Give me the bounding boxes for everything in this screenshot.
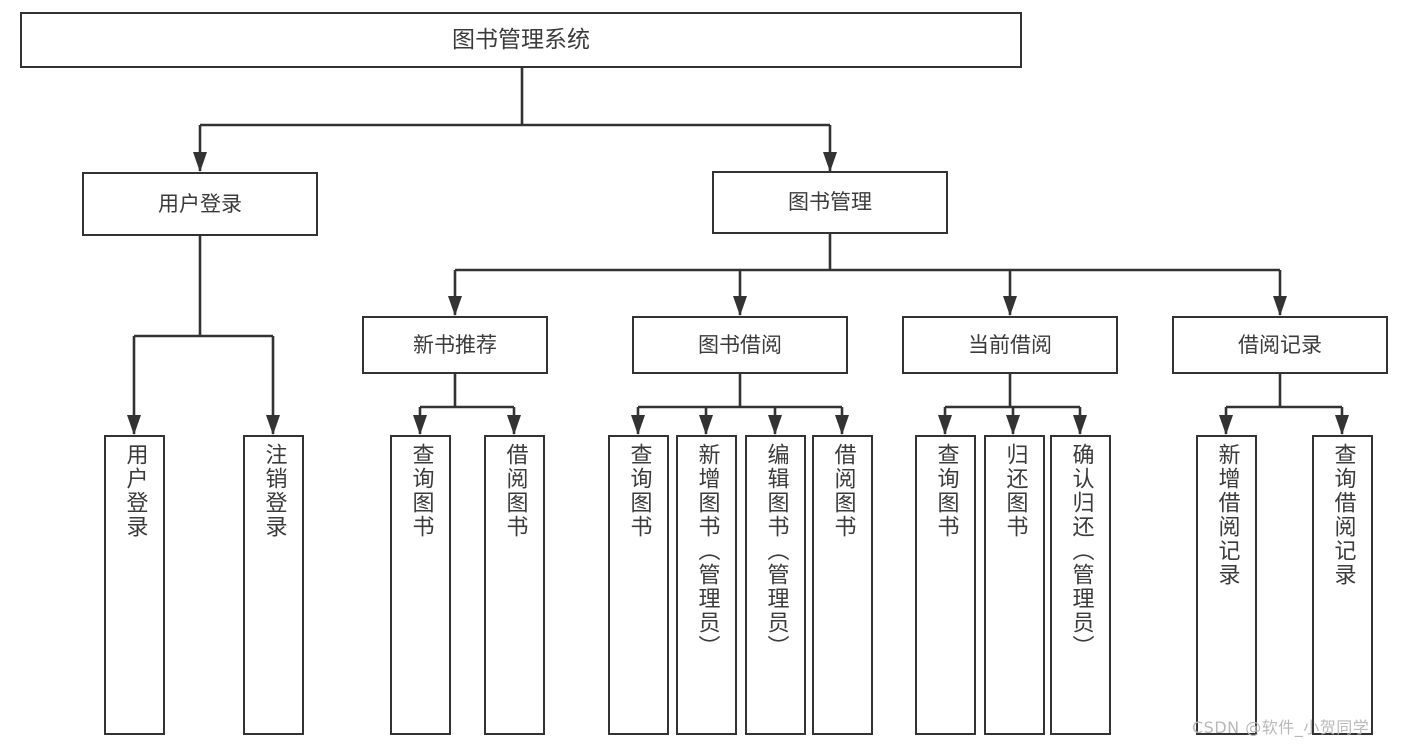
node-leaf-user-login: 用户登录 xyxy=(104,435,165,735)
node-label: 新书推荐 xyxy=(413,332,497,357)
node-label: 查询图书 xyxy=(933,443,959,539)
node-label: 图书借阅 xyxy=(698,332,782,357)
node-leaf-logout: 注销登录 xyxy=(243,435,304,735)
node-leaf-borrow-1: 借阅图书 xyxy=(484,435,545,735)
node-leaf-add-rec: 新增借阅记录 xyxy=(1196,435,1257,735)
node-label: 借阅图书 xyxy=(502,443,528,539)
arrowhead-book-manage-children-2 xyxy=(1003,296,1017,316)
node-current-borrow: 当前借阅 xyxy=(902,316,1118,374)
node-leaf-add-book: 新增图书（管理员） xyxy=(676,435,737,735)
node-label: 借阅记录 xyxy=(1238,332,1322,357)
node-book-borrow: 图书借阅 xyxy=(632,316,848,374)
node-label: 注销登录 xyxy=(261,443,287,539)
node-leaf-query-rec: 查询借阅记录 xyxy=(1312,435,1373,735)
arrowhead-book-borrow-children-3 xyxy=(835,415,849,435)
node-label: 查询图书 xyxy=(626,443,652,539)
arrowhead-book-borrow-children-2 xyxy=(768,415,782,435)
arrowhead-book-borrow-children-0 xyxy=(631,415,645,435)
node-label: 用户登录 xyxy=(158,191,242,216)
node-label: 查询借阅记录 xyxy=(1330,443,1356,587)
arrowhead-current-borrow-children-0 xyxy=(938,415,952,435)
node-label: 图书管理系统 xyxy=(452,26,590,53)
node-leaf-query-2: 查询图书 xyxy=(608,435,669,735)
node-leaf-edit-book: 编辑图书（管理员） xyxy=(745,435,806,735)
node-label: 确认归还（管理员） xyxy=(1068,443,1094,659)
arrowhead-new-book-rec-children-0 xyxy=(413,415,427,435)
node-new-book-rec: 新书推荐 xyxy=(362,316,548,374)
arrowhead-book-borrow-children-1 xyxy=(699,415,713,435)
node-label: 图书管理 xyxy=(788,190,872,215)
arrowhead-book-manage-children-1 xyxy=(733,296,747,316)
node-user-login: 用户登录 xyxy=(82,172,318,236)
node-leaf-confirm: 确认归还（管理员） xyxy=(1050,435,1111,735)
node-label: 当前借阅 xyxy=(968,332,1052,357)
arrowhead-root-children-0 xyxy=(193,152,207,172)
node-leaf-query-1: 查询图书 xyxy=(390,435,451,735)
node-label: 用户登录 xyxy=(122,443,148,539)
node-leaf-query-3: 查询图书 xyxy=(915,435,976,735)
arrowhead-book-manage-children-3 xyxy=(1273,296,1287,316)
node-root: 图书管理系统 xyxy=(20,12,1022,68)
arrowhead-current-borrow-children-2 xyxy=(1073,415,1087,435)
node-leaf-borrow-2: 借阅图书 xyxy=(812,435,873,735)
node-label: 新增图书（管理员） xyxy=(694,443,720,659)
node-label: 编辑图书（管理员） xyxy=(763,443,789,659)
arrowhead-book-manage-children-0 xyxy=(448,296,462,316)
watermark-label: CSDN @软件_小贺同学 xyxy=(1192,718,1370,737)
arrowhead-root-children-1 xyxy=(823,152,837,172)
node-leaf-return: 归还图书 xyxy=(984,435,1045,735)
node-borrow-record: 借阅记录 xyxy=(1172,316,1388,374)
arrowhead-new-book-rec-children-1 xyxy=(507,415,521,435)
arrowhead-user-login-children-1 xyxy=(266,415,280,435)
node-label: 查询图书 xyxy=(408,443,434,539)
arrowhead-current-borrow-children-1 xyxy=(1006,415,1020,435)
node-label: 新增借阅记录 xyxy=(1214,443,1240,587)
node-label: 归还图书 xyxy=(1002,443,1028,539)
node-label: 借阅图书 xyxy=(830,443,856,539)
arrowhead-borrow-record-children-1 xyxy=(1335,415,1349,435)
arrowhead-user-login-children-0 xyxy=(127,415,141,435)
node-book-manage: 图书管理 xyxy=(712,171,948,234)
arrowhead-borrow-record-children-0 xyxy=(1219,415,1233,435)
